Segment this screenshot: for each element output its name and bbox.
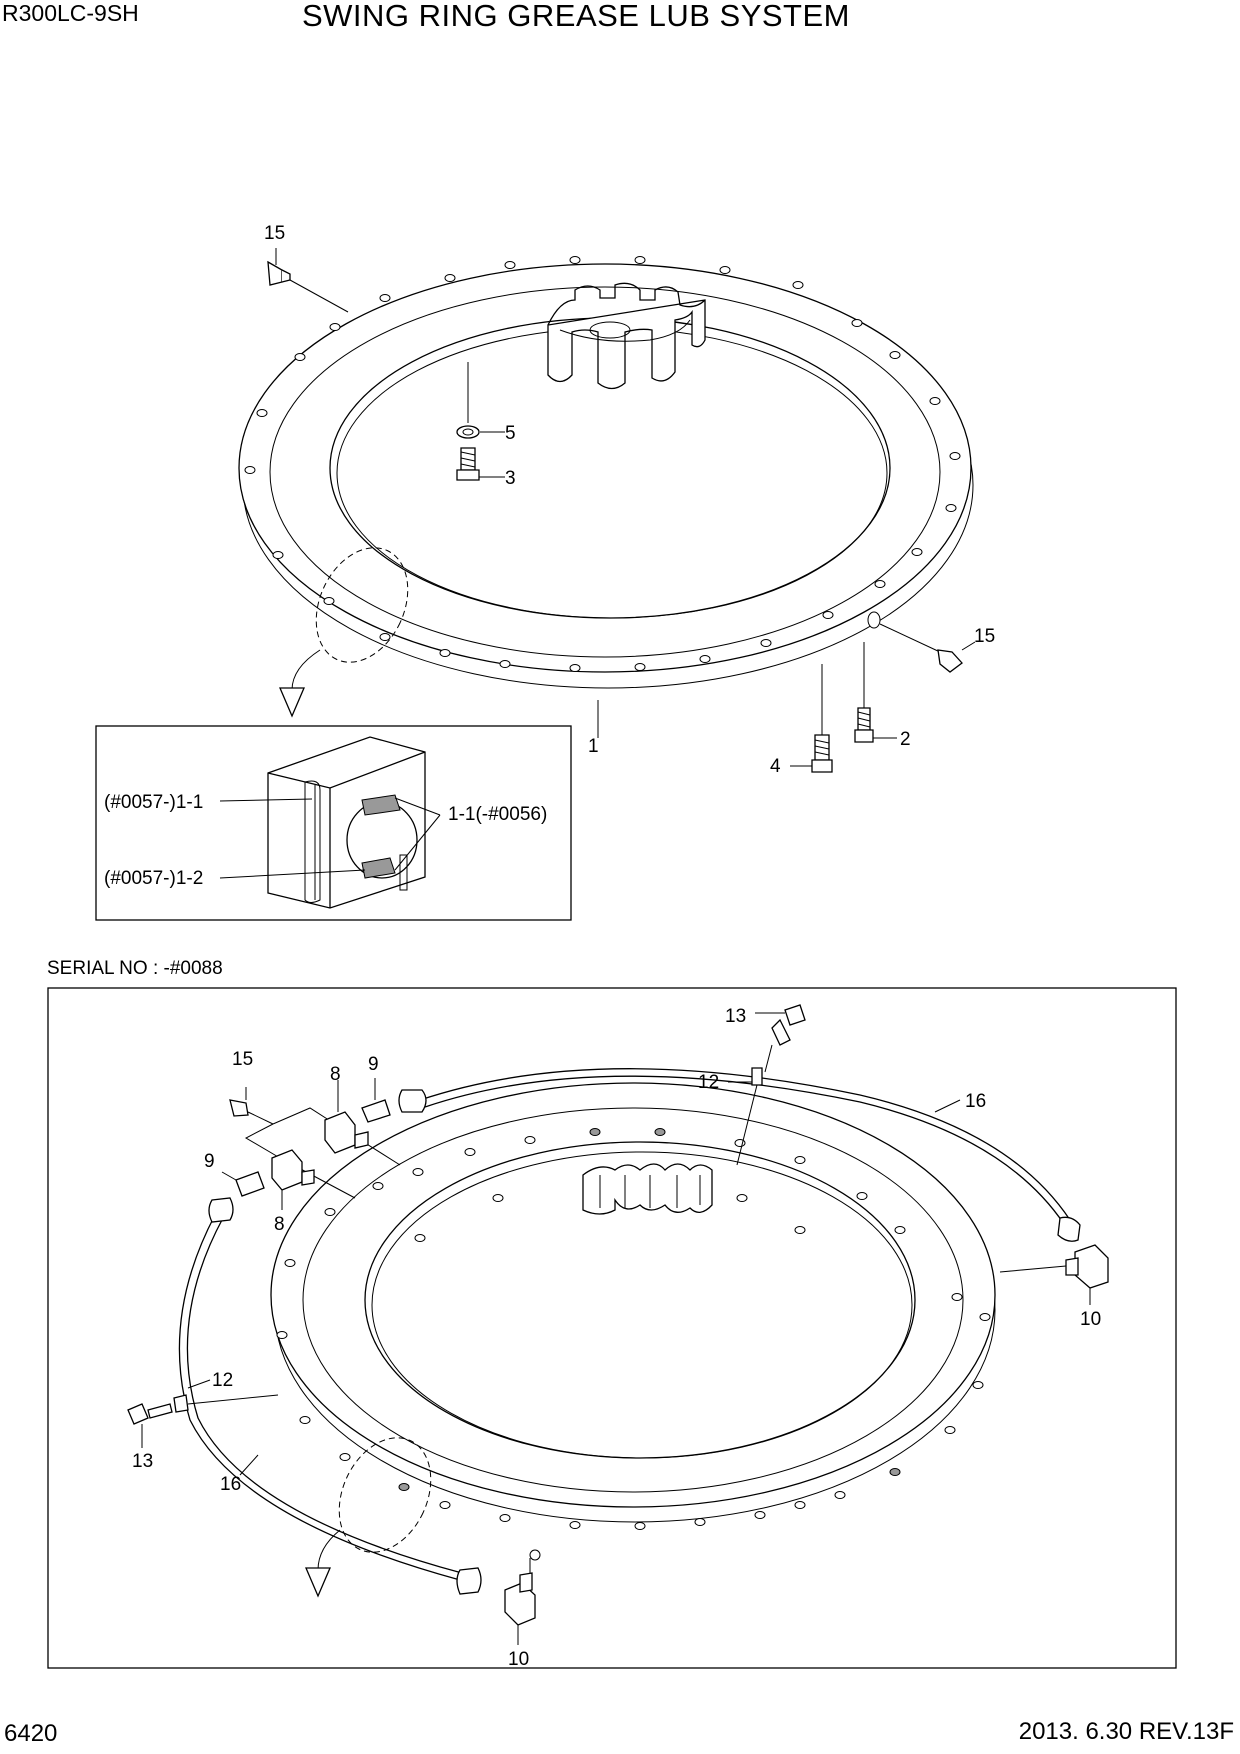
revision-date: 2013. 6.30 REV.13F	[1018, 1718, 1234, 1745]
grease-hose-part-16-upper	[398, 1068, 1081, 1242]
callout-9-upper: 9	[368, 1054, 379, 1075]
callout-12-lower: 12	[212, 1370, 233, 1391]
callout-10-right: 10	[1080, 1309, 1101, 1330]
clamp-part-12-lower	[173, 1379, 279, 1413]
adapter-part-9-upper	[361, 1078, 391, 1123]
callout-13-top: 13	[725, 1006, 746, 1027]
ring-bolt-holes	[244, 256, 961, 672]
grease-nipple-part-15-serial	[229, 1087, 274, 1125]
bolt-part-13-lower	[127, 1403, 173, 1448]
callout-16-lower: 16	[220, 1474, 241, 1495]
callout-9-lower: 9	[204, 1151, 215, 1172]
model-number: R300LC-9SH	[2, 0, 139, 26]
top-diagram: 15 5 3 15 1 2 4 (#0057-)1-1 1-1(-#0056) …	[95, 223, 995, 921]
page-title: SWING RING GREASE LUB SYSTEM	[302, 0, 850, 33]
ring-bolt-holes-serial	[276, 1128, 991, 1561]
serial-section-frame	[47, 987, 1177, 1669]
pinion-gear	[547, 282, 706, 390]
swing-ring-bearing-serial	[270, 1082, 996, 1561]
internal-gear-segment	[582, 1163, 713, 1215]
callout-13-lower: 13	[132, 1451, 153, 1472]
grease-nipple-part-15-right	[879, 623, 976, 673]
callout-15-top: 15	[264, 223, 285, 244]
callout-detail-1-1-old: 1-1(-#0056)	[448, 804, 547, 825]
washer-part-5	[456, 362, 505, 439]
callout-1: 1	[588, 736, 599, 757]
callout-8-lower: 8	[274, 1214, 285, 1235]
bottom-diagram: 13 15 8 9 12 16 9 8 10 12 13 16 10	[47, 987, 1177, 1670]
callout-detail-1-2: (#0057-)1-2	[104, 868, 203, 889]
callout-detail-1-1-new: (#0057-)1-1	[104, 792, 203, 813]
serial-number-label: SERIAL NO : -#0088	[47, 958, 223, 979]
callout-3: 3	[505, 468, 516, 489]
page-number: 6420	[4, 1720, 58, 1747]
callout-4: 4	[770, 756, 781, 777]
callout-2: 2	[900, 729, 911, 750]
detail-arrow-serial	[305, 1567, 331, 1598]
detail-arrow	[291, 649, 321, 691]
callout-8-upper: 8	[330, 1064, 341, 1085]
callout-15-right: 15	[974, 626, 995, 647]
adapter-part-9-lower	[221, 1171, 265, 1197]
block-fitting-part-8-upper	[324, 1080, 369, 1154]
callout-15-serial: 15	[232, 1049, 253, 1070]
detail-callout-circle-serial	[338, 1437, 432, 1553]
detail-view-box	[95, 725, 572, 921]
bolt-part-3	[456, 447, 505, 481]
callout-16-upper: 16	[965, 1091, 986, 1112]
elbow-fitting-part-10-bottom	[504, 1558, 536, 1645]
block-fitting-part-8-lower	[271, 1149, 315, 1210]
elbow-fitting-part-10-right	[999, 1244, 1109, 1305]
bolt-part-13-top	[755, 1004, 806, 1073]
grease-hose-part-16-lower	[178, 1197, 482, 1595]
detail-callout-circle	[315, 547, 409, 663]
callout-12-top: 12	[698, 1072, 719, 1093]
callout-5: 5	[505, 423, 516, 444]
bolt-part-4	[790, 664, 833, 773]
bolt-part-2	[854, 642, 897, 743]
callout-10-bottom: 10	[508, 1649, 529, 1670]
grease-nipple-part-15-top	[267, 248, 349, 313]
clamp-part-12-top	[728, 1067, 763, 1166]
